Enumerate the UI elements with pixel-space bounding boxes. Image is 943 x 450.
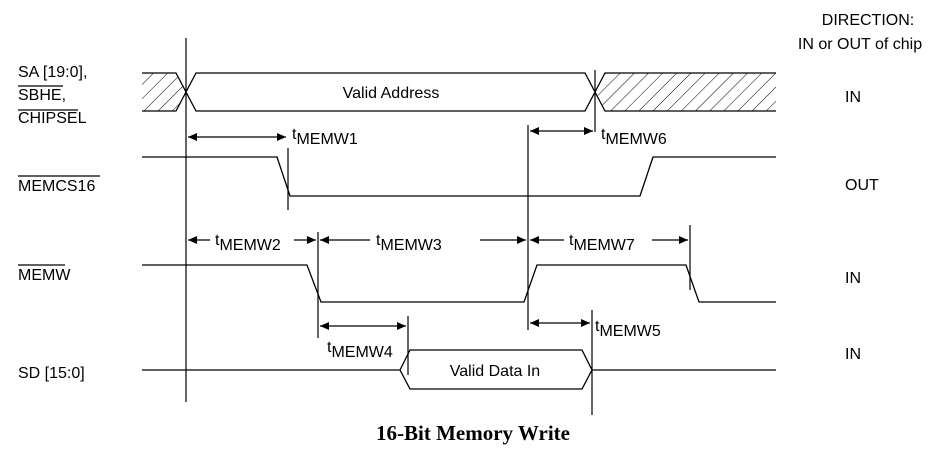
timing-label-t6: tMEMW6 xyxy=(601,126,667,148)
valid-address-label: Valid Address xyxy=(343,85,440,102)
signal-label-memcs16: MEMCS16 xyxy=(18,178,95,195)
address-hatch-left xyxy=(142,73,186,111)
timing-labels: tMEMW1 tMEMW6 tMEMW2 tMEMW3 tMEMW7 tMEMW… xyxy=(215,126,667,361)
valid-data-label: Valid Data In xyxy=(450,363,540,380)
direction-header-subtitle: IN or OUT of chip xyxy=(798,36,922,53)
data-bus-lower-trace xyxy=(399,369,593,390)
memw-waveform xyxy=(142,264,776,303)
direction-value-sa: IN xyxy=(845,89,861,106)
address-hatch-right xyxy=(596,73,776,111)
timing-label-t2: tMEMW2 xyxy=(215,232,281,254)
signal-label-sbhe: SBHE, xyxy=(18,87,66,104)
data-bus-waveform: Valid Data In xyxy=(142,349,776,390)
address-bus-upper-trace xyxy=(142,72,776,112)
timing-arrows xyxy=(188,127,688,330)
direction-value-memw: IN xyxy=(845,270,861,287)
timing-label-t5: tMEMW5 xyxy=(595,318,661,340)
data-bus-upper-trace xyxy=(142,349,776,371)
direction-header-title: DIRECTION: xyxy=(822,12,914,29)
direction-header: DIRECTION: IN or OUT of chip xyxy=(798,12,922,53)
timing-label-t7: tMEMW7 xyxy=(569,232,635,254)
timing-label-t3: tMEMW3 xyxy=(376,232,442,254)
signal-label-chipsel: CHIPSEL xyxy=(18,110,87,127)
signal-label-sd: SD [15:0] xyxy=(18,365,85,382)
signal-label-memw: MEMW xyxy=(18,267,71,284)
timing-label-t4: tMEMW4 xyxy=(327,339,393,361)
signal-label-sa: SA [19:0], xyxy=(18,64,87,81)
direction-value-sd: IN xyxy=(845,346,861,363)
memcs16-waveform xyxy=(142,156,776,197)
address-bus-waveform: Valid Address xyxy=(142,72,776,112)
reference-lines xyxy=(185,38,691,415)
direction-value-memcs16: OUT xyxy=(845,177,879,194)
direction-values: IN OUT IN IN xyxy=(845,89,879,363)
address-bus-lower-trace xyxy=(142,72,776,112)
signal-labels: SA [19:0], SBHE, CHIPSEL MEMCS16 MEMW SD… xyxy=(18,64,100,382)
diagram-caption: 16-Bit Memory Write xyxy=(376,421,570,445)
timing-label-t1: tMEMW1 xyxy=(292,126,358,148)
